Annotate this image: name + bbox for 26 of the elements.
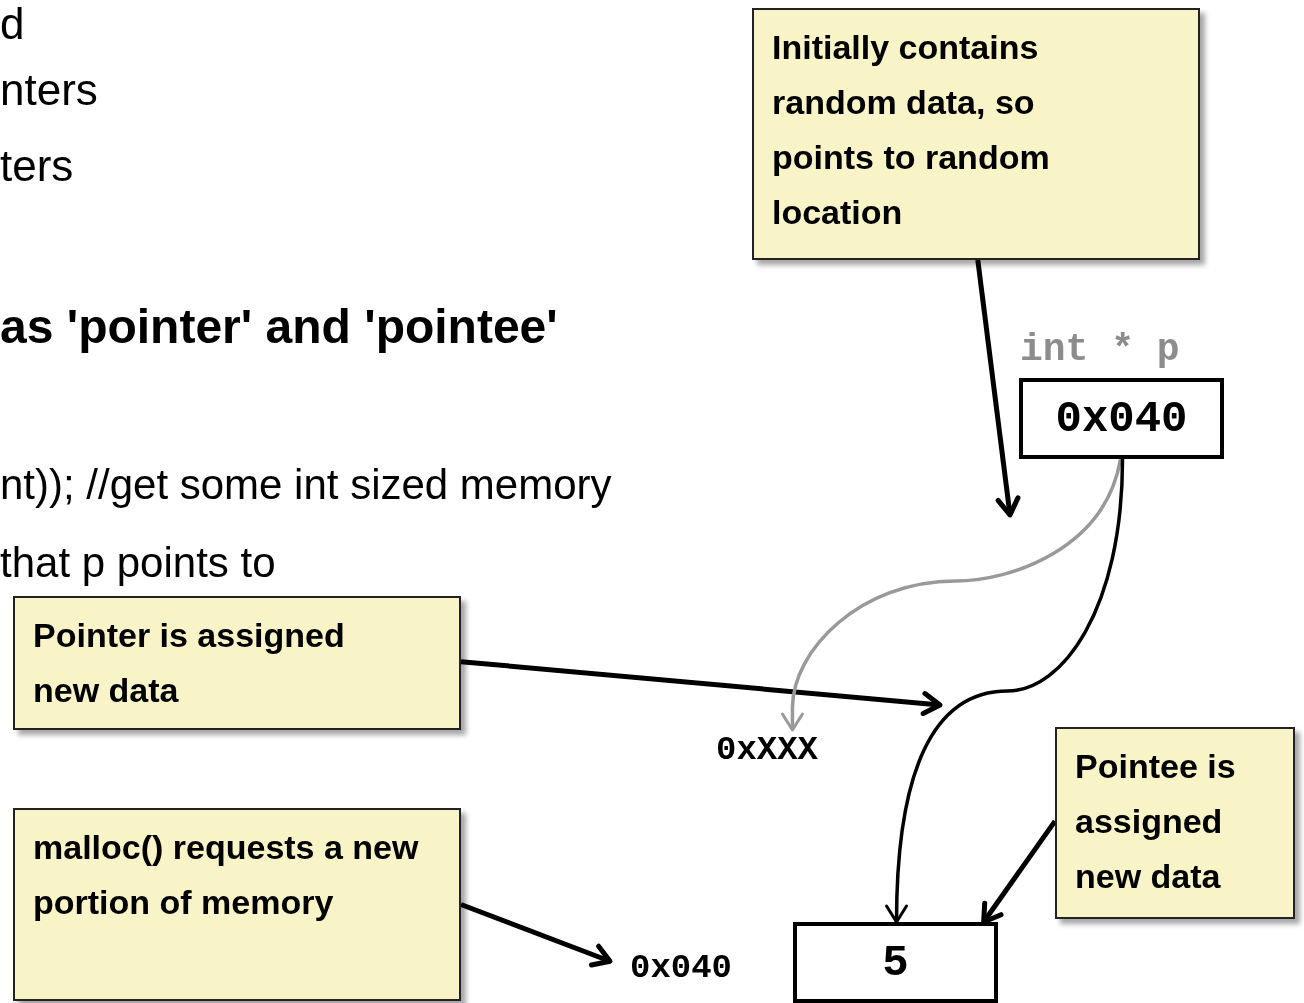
variable-declaration: int * p	[1020, 328, 1180, 371]
arrow	[780, 458, 1123, 732]
leader-arrow	[460, 659, 943, 716]
memory-cell	[793, 922, 998, 1003]
callout-text: malloc() requests a new portion of memory	[33, 827, 419, 924]
callout-box	[13, 596, 461, 730]
slide-text: nters	[0, 66, 98, 115]
slide-text: nt)); //get some int sized memory	[0, 462, 612, 509]
callout-box	[13, 808, 461, 1001]
callout-text: Initially contains random data, so points to random location	[772, 27, 1051, 234]
slide-text: ters	[0, 142, 74, 191]
arrow	[885, 458, 1125, 924]
callout-box	[752, 8, 1200, 260]
arrow	[460, 902, 613, 968]
leader-arrow	[975, 259, 1021, 518]
address-label: 0xXXX	[716, 731, 819, 769]
cell-value: 5	[882, 937, 909, 988]
cell-value: 0x040	[1055, 393, 1188, 444]
address-label: 0x040	[630, 949, 733, 987]
slide-heading: as 'pointer' and 'pointee'	[0, 301, 558, 354]
callout-text: Pointee is assigned new data	[1075, 746, 1237, 898]
slide-text: that p points to	[0, 540, 276, 587]
callout-text: Pointer is assigned new data	[33, 615, 346, 712]
memory-cell	[1019, 378, 1224, 459]
slide-text: d	[0, 0, 25, 49]
callout-box	[1055, 727, 1295, 919]
